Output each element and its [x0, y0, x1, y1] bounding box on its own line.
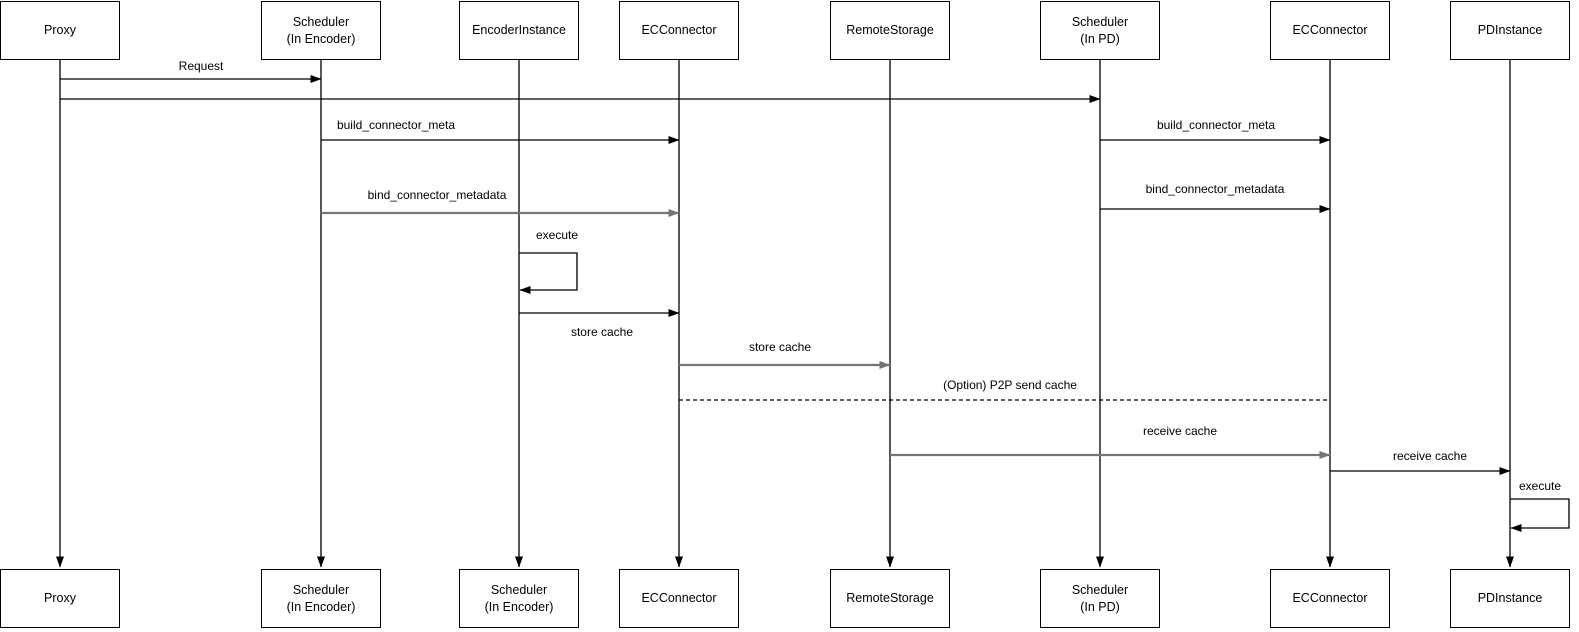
- actor-label-line: Scheduler: [292, 15, 350, 30]
- actor-top-box-ec-connector-2: ECConnector: [1270, 1, 1390, 60]
- message-label-6: execute: [535, 228, 579, 242]
- actor-label-line: Scheduler: [1071, 15, 1129, 30]
- message-label-0: Request: [178, 59, 224, 73]
- actor-label-line: (In Encoder): [286, 599, 356, 614]
- message-label-8: store cache: [748, 340, 812, 354]
- actor-top-box-pd-instance: PDInstance: [1450, 1, 1570, 60]
- actor-bottom-box-scheduler-pd: Scheduler(In PD): [1040, 569, 1160, 628]
- actor-label-line: ECConnector: [1292, 591, 1368, 606]
- actor-top-box-scheduler-pd: Scheduler(In PD): [1040, 1, 1160, 60]
- actor-label-line: Scheduler: [1071, 583, 1129, 598]
- actor-bottom-box-ec-connector: ECConnector: [619, 569, 739, 628]
- message-label-11: receive cache: [1392, 449, 1468, 463]
- actor-label-line: RemoteStorage: [846, 23, 934, 38]
- actor-label-line: PDInstance: [1477, 23, 1543, 38]
- actor-bottom-box-scheduler-encoder: Scheduler(In Encoder): [261, 569, 381, 628]
- actor-label-line: Scheduler: [490, 583, 548, 598]
- message-label-3: build_connector_meta: [1156, 118, 1276, 132]
- actor-label-line: Scheduler: [292, 583, 350, 598]
- message-label-4: bind_connector_metadata: [367, 188, 507, 202]
- actor-label-line: RemoteStorage: [846, 591, 934, 606]
- actor-label-line: (In Encoder): [286, 31, 356, 46]
- actor-label-line: EncoderInstance: [472, 23, 566, 38]
- actor-label-line: (In Encoder): [484, 599, 554, 614]
- actor-top-box-proxy: Proxy: [0, 1, 120, 60]
- message-label-12: execute: [1518, 479, 1562, 493]
- message-label-7: store cache: [570, 325, 634, 339]
- actor-top-box-ec-connector: ECConnector: [619, 1, 739, 60]
- actor-bottom-box-proxy: Proxy: [0, 569, 120, 628]
- actor-top-box-scheduler-encoder: Scheduler(In Encoder): [261, 1, 381, 60]
- actor-label-line: Proxy: [44, 23, 76, 38]
- actor-bottom-box-pd-instance: PDInstance: [1450, 569, 1570, 628]
- actor-label-line: ECConnector: [641, 591, 717, 606]
- actor-top-box-remote-storage: RemoteStorage: [830, 1, 950, 60]
- self-message-arrow-12: [1510, 498, 1570, 532]
- message-label-2: build_connector_meta: [336, 118, 456, 132]
- self-message-arrow-6: [519, 252, 578, 294]
- actor-label-line: ECConnector: [1292, 23, 1368, 38]
- actor-label-line: (In PD): [1080, 599, 1120, 614]
- actor-label-line: PDInstance: [1477, 591, 1543, 606]
- actor-top-box-encoder-instance: EncoderInstance: [459, 1, 579, 60]
- message-label-9: (Option) P2P send cache: [943, 378, 1077, 392]
- message-label-10: receive cache: [1142, 424, 1218, 438]
- message-label-5: bind_connector_metadata: [1145, 182, 1285, 196]
- actor-bottom-box-encoder-instance: Scheduler(In Encoder): [459, 569, 579, 628]
- actor-label-line: (In PD): [1080, 31, 1120, 46]
- actor-bottom-box-ec-connector-2: ECConnector: [1270, 569, 1390, 628]
- actor-label-line: ECConnector: [641, 23, 717, 38]
- actor-bottom-box-remote-storage: RemoteStorage: [830, 569, 950, 628]
- actor-label-line: Proxy: [44, 591, 76, 606]
